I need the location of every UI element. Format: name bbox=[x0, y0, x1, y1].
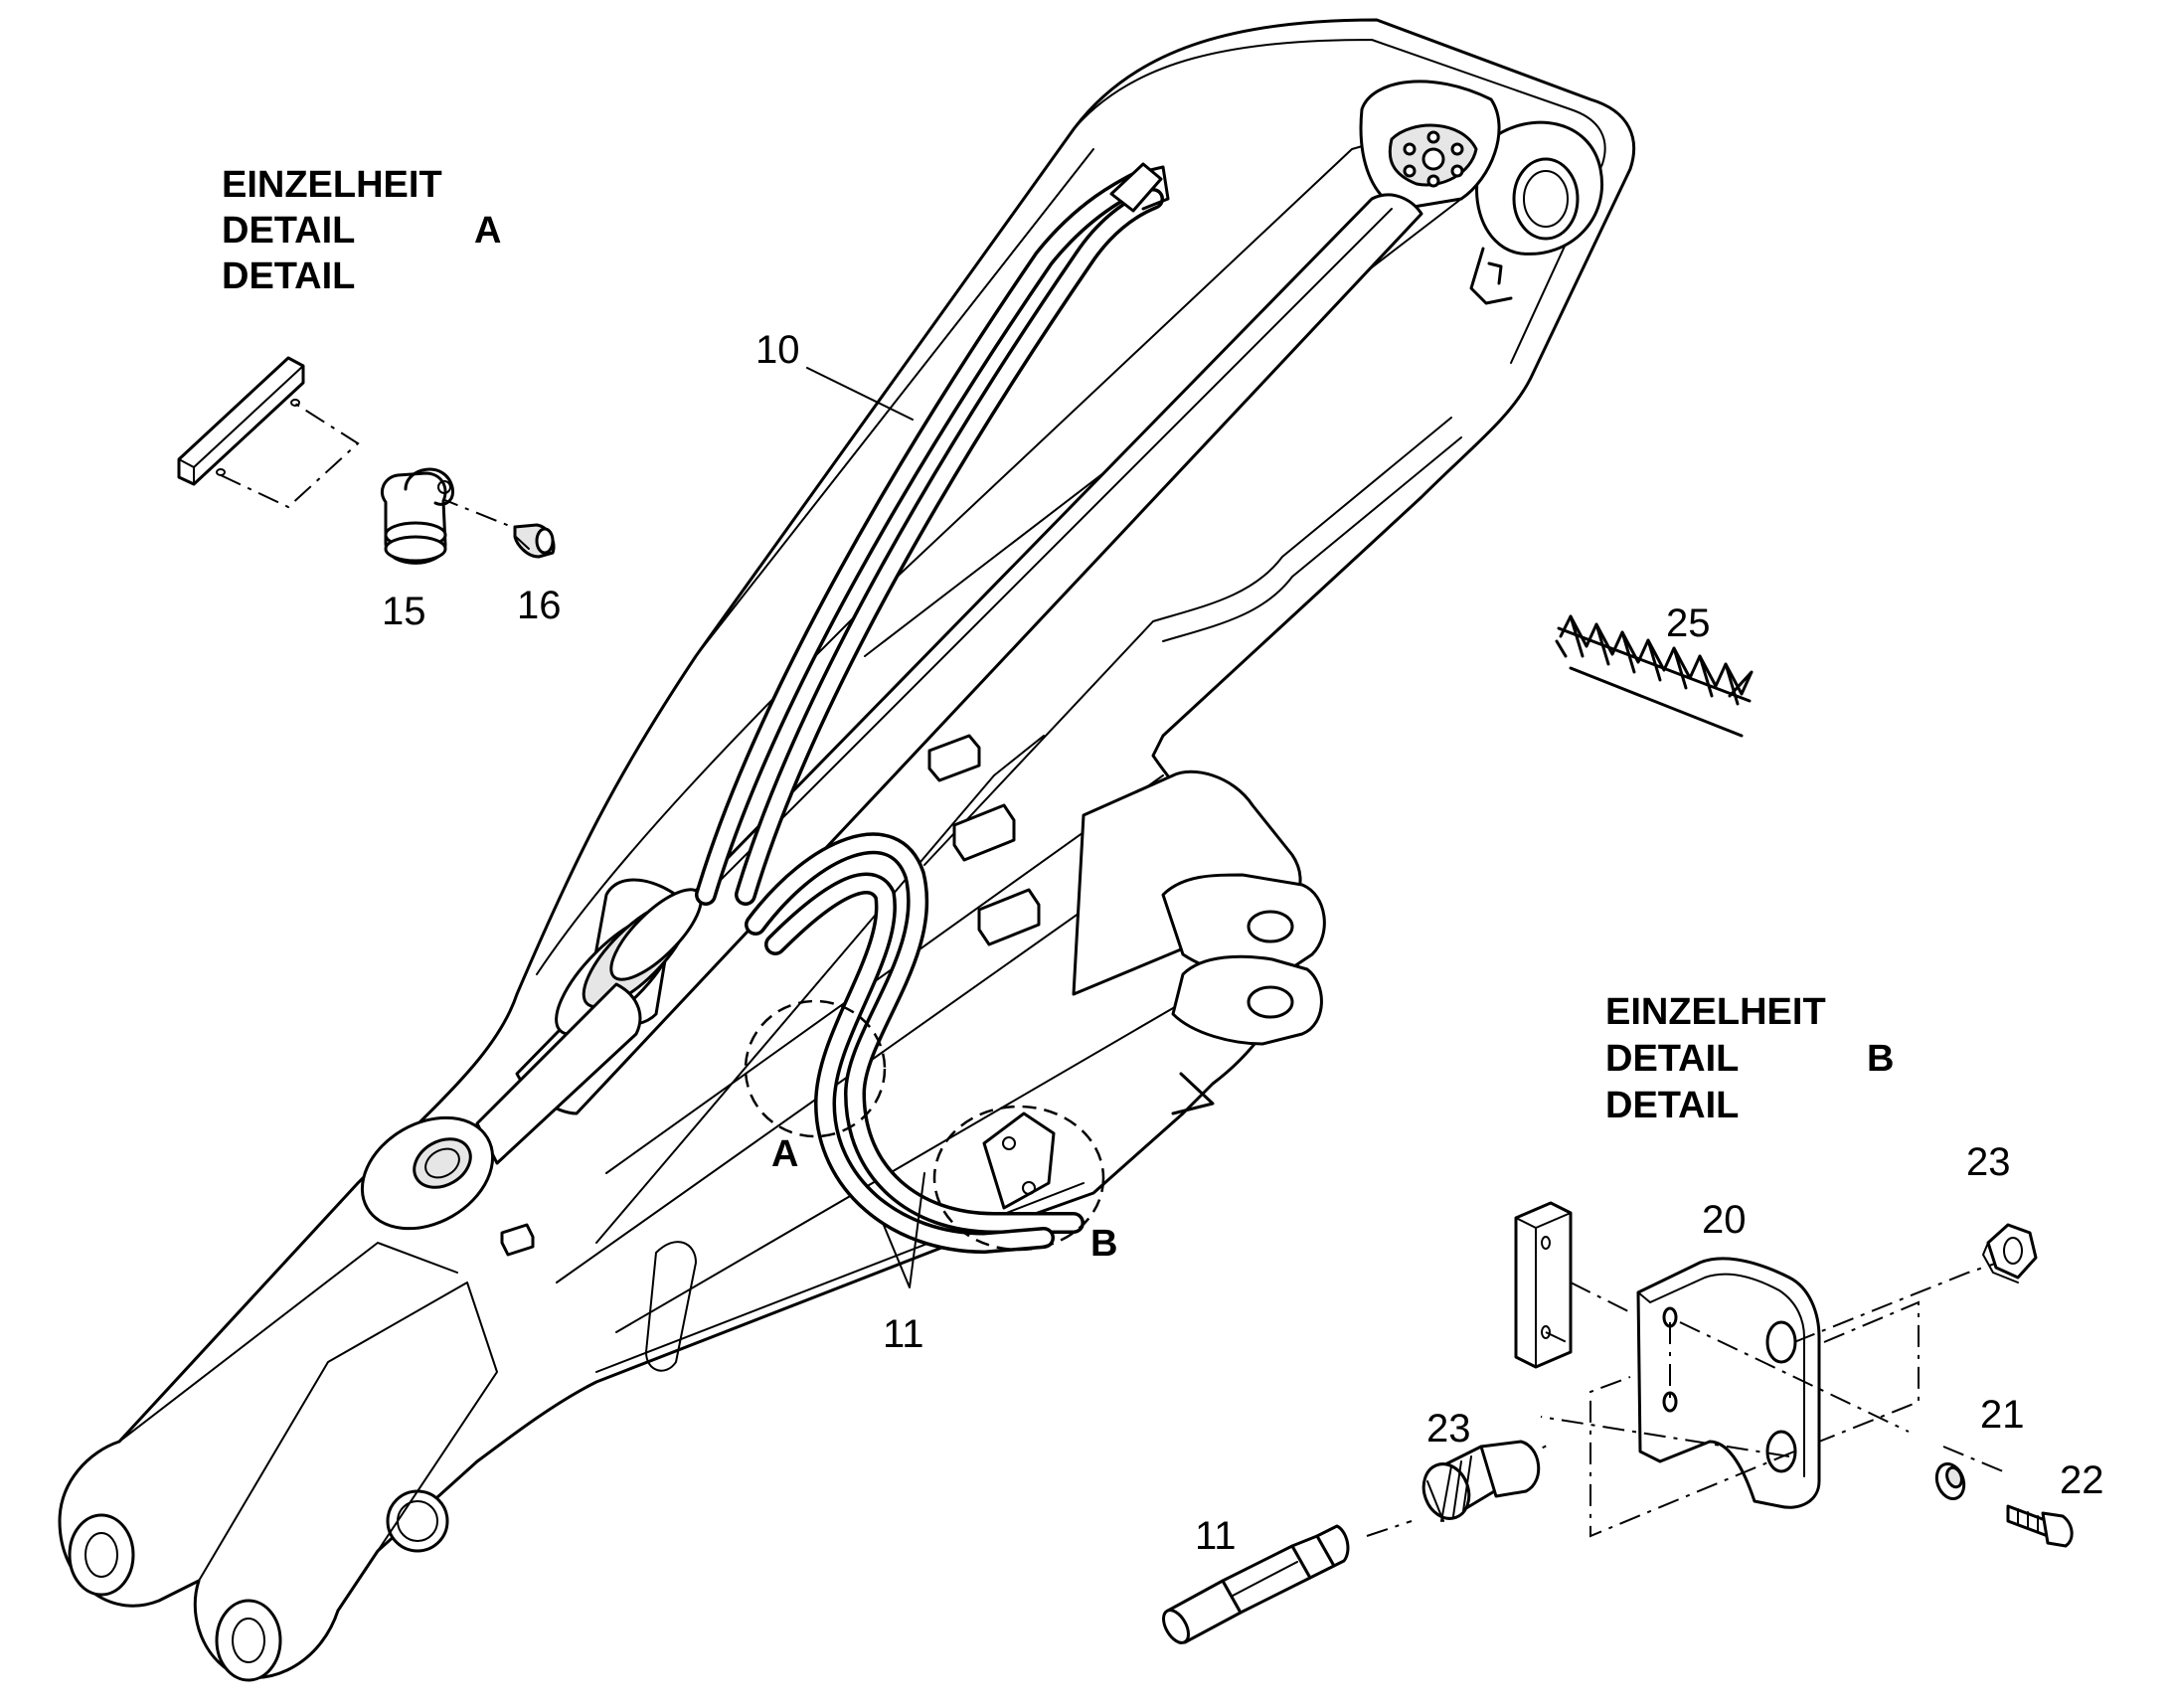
callout-11-detail: 11 bbox=[1195, 1514, 1237, 1558]
hoses-10 bbox=[695, 162, 1170, 906]
callout-23-fitting: 23 bbox=[1426, 1407, 1471, 1451]
detail-a-marker-circle bbox=[744, 999, 887, 1138]
callout-22: 22 bbox=[2060, 1458, 2104, 1502]
spacer-block-a bbox=[177, 356, 305, 486]
detail-b-line1: EINZELHEIT bbox=[1605, 991, 1826, 1033]
nut-23 bbox=[1982, 1223, 2038, 1283]
detail-a-line2: DETAIL bbox=[222, 210, 355, 252]
bolt-22 bbox=[2006, 1504, 2074, 1548]
foot-pins bbox=[68, 1489, 449, 1682]
callout-23-nut: 23 bbox=[1966, 1140, 2011, 1184]
detail-b-header: EINZELHEIT DETAIL B DETAIL bbox=[1605, 991, 1894, 1126]
screw-16 bbox=[513, 523, 556, 559]
detail-a-line1: EINZELHEIT bbox=[222, 164, 442, 206]
callout-11-main: 11 bbox=[883, 1312, 924, 1356]
hoses-11 bbox=[745, 832, 1085, 1254]
cylinder-rod-end bbox=[1359, 80, 1501, 211]
callout-21: 21 bbox=[1980, 1393, 2025, 1437]
callout-20: 20 bbox=[1702, 1198, 1747, 1242]
head-pin-boss bbox=[1469, 120, 1603, 305]
small-block-4 bbox=[500, 1223, 535, 1257]
spring-25 bbox=[1555, 614, 1754, 738]
spacer-block-b bbox=[1514, 1201, 1573, 1369]
detail-b-line2: DETAIL bbox=[1605, 1038, 1739, 1080]
fitting-23 bbox=[1421, 1440, 1541, 1522]
detail-b-assembly bbox=[1162, 1201, 2074, 1644]
bracket-on-boom bbox=[982, 1111, 1056, 1210]
small-block-3 bbox=[977, 888, 1041, 946]
detail-a-letter: A bbox=[474, 210, 501, 252]
small-block-2 bbox=[952, 803, 1016, 862]
detail-a-header: EINZELHEIT DETAIL A DETAIL bbox=[222, 164, 501, 297]
detail-a-line3: DETAIL bbox=[222, 256, 355, 297]
hose-clamp-15 bbox=[381, 467, 454, 565]
detail-a-assembly: 15 16 bbox=[177, 356, 562, 633]
marker-a-label: A bbox=[771, 1133, 798, 1175]
marker-b-label: B bbox=[1090, 1223, 1117, 1265]
callout-15: 15 bbox=[382, 590, 426, 633]
hose-end-11 bbox=[1162, 1524, 1350, 1644]
detail-b-marker-circle bbox=[932, 1105, 1105, 1252]
small-block-1 bbox=[927, 734, 981, 782]
washer-21 bbox=[1934, 1462, 1966, 1500]
detail-b-letter: B bbox=[1867, 1038, 1894, 1080]
detail-b-line3: DETAIL bbox=[1605, 1085, 1739, 1126]
callout-10: 10 bbox=[755, 328, 800, 372]
callout-16: 16 bbox=[517, 584, 562, 627]
callout-25: 25 bbox=[1666, 601, 1711, 645]
